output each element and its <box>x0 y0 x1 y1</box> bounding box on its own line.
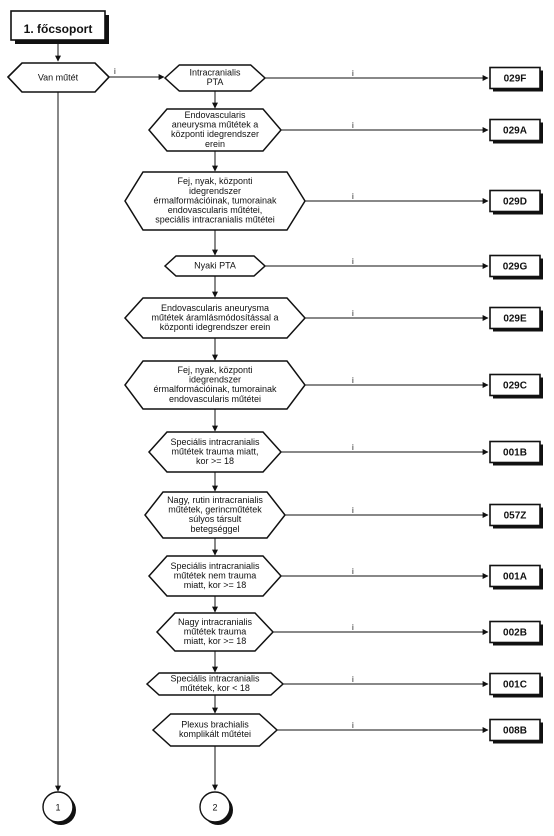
result-code-box: 029F <box>489 66 543 92</box>
connector-2: 2 <box>199 791 233 825</box>
decision-label-line: komplikált műtétei <box>179 729 251 739</box>
result-code: 008B <box>503 726 527 737</box>
result-code: 029A <box>503 126 527 137</box>
decision-label-line: műtétek trauma <box>184 626 247 636</box>
decision-label-line: Endovascularis aneurysma <box>161 303 269 313</box>
decision-label-line: érmalformációinak, tumorainak <box>153 384 277 394</box>
decision-label-line: Speciális intracranialis <box>170 674 260 684</box>
result-code: 029F <box>504 74 527 85</box>
yes-label: i <box>352 69 354 78</box>
start-label: Van műtét <box>38 72 79 82</box>
yes-label: i <box>352 623 354 632</box>
yes-label: i <box>352 192 354 201</box>
result-code-box: 001B <box>489 440 543 466</box>
result-code: 002B <box>503 628 527 639</box>
decision-label-line: idegrendszer <box>189 186 241 196</box>
start-yes-label: i <box>114 67 116 76</box>
result-code-box: 029C <box>489 373 543 399</box>
decision-label-line: Speciális intracranialis <box>170 437 260 447</box>
result-code: 057Z <box>504 511 527 522</box>
decision-node: Fej, nyak, központiidegrendszerérmalform… <box>124 360 543 432</box>
result-code: 029E <box>503 314 527 325</box>
result-code-box: 029E <box>489 306 543 332</box>
yes-label: i <box>352 257 354 266</box>
decision-label-line: érmalformációinak, tumorainak <box>153 195 277 205</box>
decision-label-line: Plexus brachialis <box>181 720 249 730</box>
result-code: 029C <box>503 381 527 392</box>
result-code-box: 029G <box>489 254 543 280</box>
decision-label-line: központi idegrendszer <box>171 129 259 139</box>
decision-label-line: központi idegrendszer erein <box>160 322 271 332</box>
decision-label-line: műtétek, kor < 18 <box>180 683 250 693</box>
decision-label-line: Fej, nyak, központi <box>177 176 252 186</box>
yes-label: i <box>352 309 354 318</box>
decision-label-line: műtétek áramlásmódosítással a <box>151 312 278 322</box>
decision-node: Fej, nyak, központiidegrendszerérmalform… <box>124 171 543 256</box>
result-code: 029G <box>503 262 528 273</box>
result-code-box: 001A <box>489 564 543 590</box>
connector-1-label: 1 <box>55 802 60 812</box>
decision-label-line: kor >= 18 <box>196 456 234 466</box>
yes-label: i <box>352 721 354 730</box>
yes-label: i <box>352 675 354 684</box>
result-code: 001A <box>503 572 527 583</box>
decision-label-line: műtétek nem trauma <box>174 570 257 580</box>
decision-label-line: Endovascularis <box>184 110 246 120</box>
decision-label-line: Nagy intracranialis <box>178 617 253 627</box>
decision-label-line: Fej, nyak, központi <box>177 365 252 375</box>
result-code-box: 029A <box>489 118 543 144</box>
yes-label: i <box>352 443 354 452</box>
decision-label-line: PTA <box>207 77 224 87</box>
result-code: 029D <box>503 197 527 208</box>
decision-label-line: endovascularis műtétei, <box>168 205 263 215</box>
decision-label-line: súlyos társult <box>189 514 242 524</box>
connector-2-label: 2 <box>212 802 217 812</box>
result-code-box: 001C <box>489 672 543 698</box>
yes-label: i <box>352 121 354 130</box>
start-decision: Van műtét <box>6 62 111 93</box>
decision-label-line: műtétek, gerincműtétek <box>168 505 262 515</box>
yes-label: i <box>352 506 354 515</box>
header-box: 1. főcsoport <box>10 10 109 44</box>
decision-label-line: műtétek trauma miatt, <box>171 446 258 456</box>
decision-label-line: endovascularis műtétei <box>169 394 261 404</box>
decision-label-line: aneurysma műtétek a <box>172 120 259 130</box>
result-code-box: 008B <box>489 718 543 744</box>
decision-label-line: Nyaki PTA <box>194 260 236 270</box>
header-title: 1. főcsoport <box>24 22 93 36</box>
decision-node: Nyaki PTA i 029G <box>163 254 543 298</box>
result-code-box: 029D <box>489 189 543 215</box>
yes-label: i <box>352 376 354 385</box>
decision-label-line: miatt, kor >= 18 <box>184 636 247 646</box>
result-code: 001C <box>503 680 527 691</box>
decision-label-line: Speciális intracranialis <box>170 561 260 571</box>
decision-label-line: speciális intracranialis műtétei <box>155 215 275 225</box>
decision-label-line: idegrendszer <box>189 375 241 385</box>
connector-1: 1 <box>42 791 76 825</box>
decision-label-line: betegséggel <box>190 524 239 534</box>
decision-label-line: Nagy, rutin intracranialis <box>167 495 263 505</box>
result-code-box: 057Z <box>489 503 543 529</box>
decision-label-line: erein <box>205 139 225 149</box>
result-code-box: 002B <box>489 620 543 646</box>
result-code: 001B <box>503 448 527 459</box>
decision-label-line: Intracranialis <box>189 68 241 78</box>
decision-label-line: miatt, kor >= 18 <box>184 580 247 590</box>
yes-label: i <box>352 567 354 576</box>
